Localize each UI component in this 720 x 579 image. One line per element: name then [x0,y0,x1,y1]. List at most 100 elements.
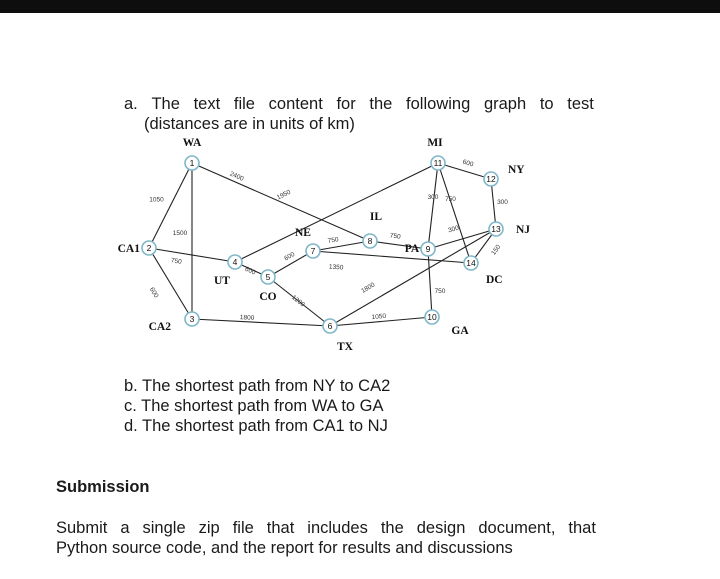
graph-node-number: 6 [328,321,333,331]
part-a-word: test [567,95,594,113]
edge-weight-label: 1050 [371,313,386,321]
submission-word: that [266,519,295,537]
part-a-word: the [369,95,393,113]
state-label-wa: WA [183,137,202,149]
graph-edges [148,162,497,327]
submission-word: single [142,519,186,537]
edge-1-8 [191,162,371,242]
edge-1-2 [148,162,193,249]
state-label-ga: GA [451,325,469,337]
edge-weight-label: 750 [389,232,401,240]
part-a-word: The [151,95,180,113]
graph-node-5 [260,269,276,285]
part-a-word: following [406,95,471,113]
edge-5-6 [267,276,331,327]
edge-3-6 [191,318,331,327]
graph-node-number: 11 [434,158,443,168]
edge-11-12 [437,162,492,180]
edge-weight-label: 150 [490,243,502,256]
graph-node-11 [430,155,446,171]
edge-weight-label: 1200 [290,294,306,309]
state-label-dc: DC [486,274,503,286]
questions-list: b. The shortest path from NY to CA2 c. T… [124,376,390,436]
top-bar [0,0,720,13]
edge-6-13 [329,228,497,327]
edge-4-11 [234,162,439,263]
submission-word: document, [478,519,556,537]
graph-node-number: 12 [486,174,496,184]
edge-weight-label: 750 [445,196,456,203]
submission-word: file [232,519,254,537]
edge-2-4 [148,247,236,263]
submission-word: zip [198,519,220,537]
edge-5-7 [267,250,314,278]
graph-edge-weights: 1050150024006007501800600195060012007501… [148,159,508,322]
state-label-nj: NJ [516,224,530,236]
state-label-co: CO [259,291,276,303]
edge-9-10 [427,248,433,318]
graph-node-number: 10 [427,312,437,322]
state-label-pa: PA [405,243,420,255]
state-label-ny: NY [508,164,525,176]
part-a-word: content [268,95,323,113]
part-a-word: a. [124,95,138,113]
part-a-word: text [193,95,221,113]
graph-node-1 [184,155,200,171]
submission-word: a [120,519,130,537]
state-label-ut: UT [214,275,230,287]
question-c: c. The shortest path from WA to GA [124,397,384,415]
edge-9-11 [427,162,439,250]
edge-weight-label: 750 [327,236,339,245]
submission-word: Submit [56,519,108,537]
edge-weight-label: 600 [148,286,160,299]
question-b: b. The shortest path from NY to CA2 [124,377,391,395]
part-a-word: graph [483,95,527,113]
edge-weight-label: 1050 [149,197,164,204]
question-d: d. The shortest path from CA1 to NJ [124,417,388,435]
graph-node-number: 13 [491,224,501,234]
edge-weight-label: 1800 [360,281,376,295]
edge-9-13 [427,228,497,250]
graph-node-10 [424,309,440,325]
edge-7-14 [312,250,472,264]
graph-node-14 [463,255,479,271]
edge-weight-label: 1800 [240,314,255,322]
graph-node-number: 14 [466,258,476,268]
submission-word: the [380,519,404,537]
edge-12-13 [490,178,497,230]
edge-6-10 [329,316,433,327]
submission-word: includes [307,519,368,537]
edge-7-8 [312,240,371,252]
graph-node-number: 3 [190,314,195,324]
graph-node-7 [305,243,321,259]
graph-node-3 [184,311,200,327]
edge-weight-label: 750 [435,288,446,295]
graph-node-number: 2 [147,243,152,253]
edge-weight-label: 300 [428,194,439,201]
graph-node-number: 1 [190,158,195,168]
graph-node-number: 9 [426,244,431,254]
submission-word: design [416,519,466,537]
part-a-word: file [233,95,255,113]
submission-word: that [568,519,596,537]
part-a-line2: (distances are in units of km) [144,115,355,133]
graph-node-number: 4 [233,257,238,267]
edge-11-14 [437,162,472,264]
graph-node-number: 5 [266,272,271,282]
state-label-ca2: CA2 [149,321,172,333]
state-label-ne: NE [295,227,311,239]
graph-node-4 [227,254,243,270]
state-label-mi: MI [427,137,443,149]
edge-2-3 [148,247,193,320]
edge-weight-label: 2400 [229,171,245,183]
edge-weight-label: 600 [244,266,257,277]
part-a-word: for [336,95,356,113]
edge-weight-label: 1950 [276,189,292,202]
edge-weight-label: 1350 [329,263,344,271]
graph-node-number: 8 [368,236,373,246]
